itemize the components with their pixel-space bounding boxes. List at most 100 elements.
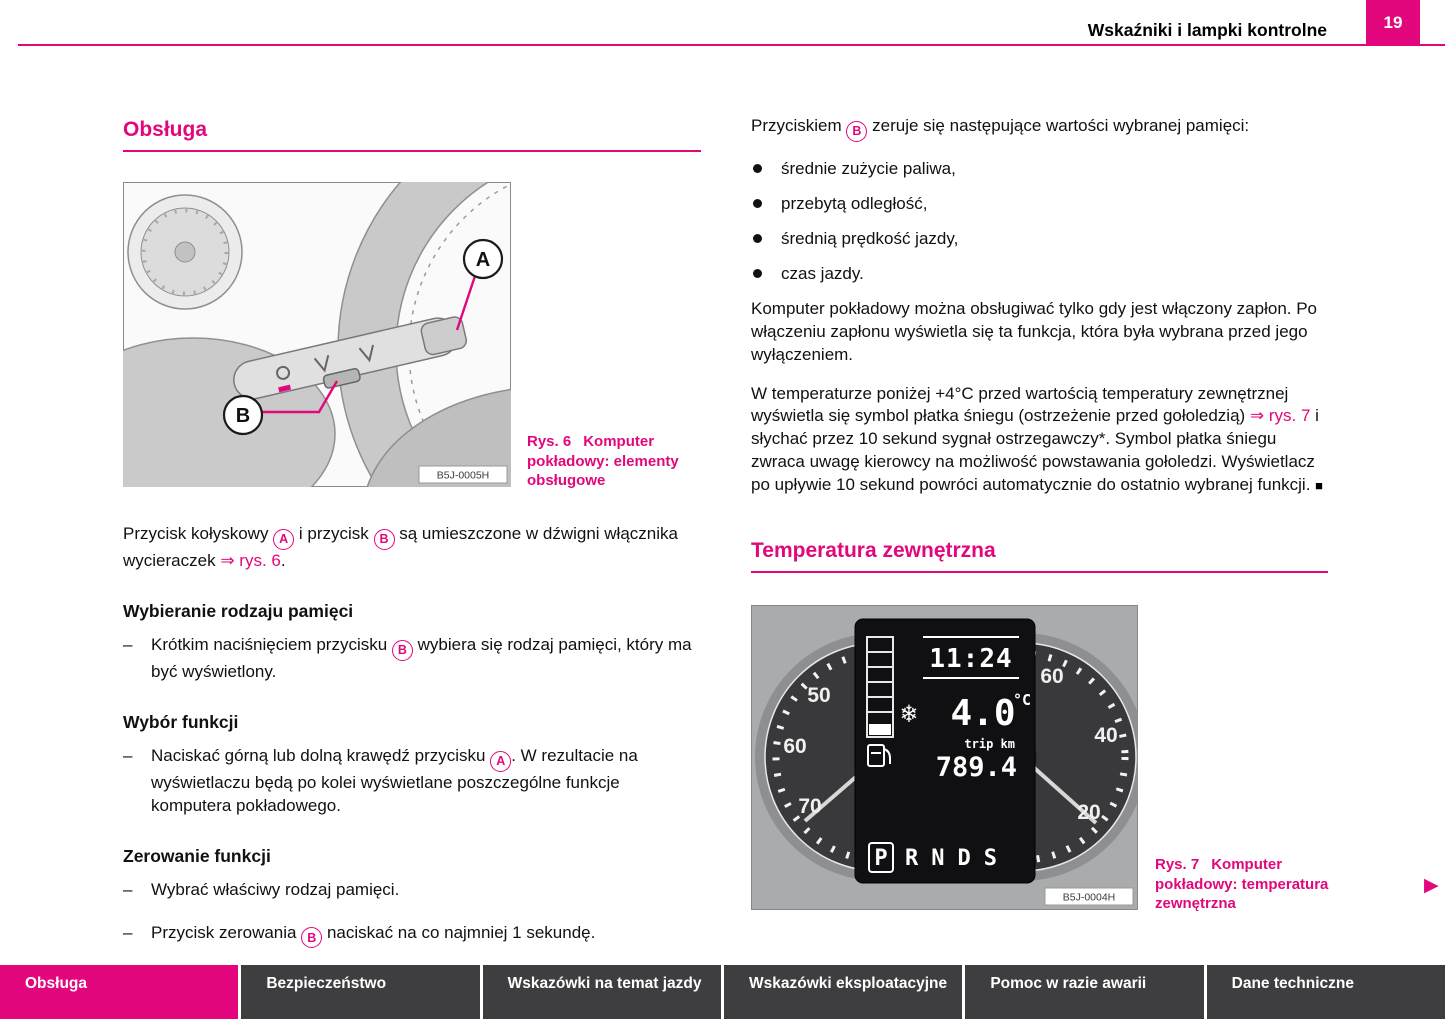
left-column: Obsługa [50, 92, 853, 964]
page-number-badge: 19 [1366, 0, 1420, 46]
figure-6-image-code: B5J-0005H [437, 470, 490, 482]
text-run: . [280, 550, 286, 570]
text-run: Krótkim naciśnięciem przycisku [151, 634, 392, 654]
xref-rys-7[interactable]: ⇒ rys. 7 [1249, 406, 1311, 426]
text-run: Przyciskiem [751, 116, 847, 135]
callout-a-letter: A [476, 249, 490, 271]
lcd-trip-label: trip km [964, 737, 1015, 751]
wiper-stalk [233, 316, 468, 400]
figure-7-image-code: B5J-0004H [1063, 892, 1116, 904]
left-gauge-number: 70 [798, 795, 821, 818]
fuel-gauge-icon [866, 636, 894, 739]
xref-rys-6[interactable]: ⇒ rys. 6 [220, 550, 281, 570]
reset-values-paragraph: Przyciskiem B zeruje się następujące war… [751, 115, 1328, 142]
callout-b: B [222, 394, 264, 436]
lcd-trip-value: 789.4 [936, 752, 1017, 783]
right-gauge-number: 20 [1077, 801, 1100, 824]
figure-7-caption-label: Rys. 7 [1155, 856, 1200, 874]
fuel-pump-icon [867, 744, 891, 768]
list-item: średnią prędkość jazdy, [751, 228, 1328, 251]
list-item-text: średnie zużycie paliwa, [781, 158, 956, 178]
figure-7: 50 60 70 60 40 20 11:24 [751, 605, 1328, 912]
footer-tab-wskazowki-jazdy[interactable]: Wskazówki na temat jazdy [482, 965, 721, 1019]
footer-tab-bezpieczenstwo[interactable]: Bezpieczeństwo [241, 965, 480, 1019]
bullet-icon [753, 163, 762, 173]
text-run: i słychać przez 10 sekund sygnał ostrzeg… [751, 406, 1319, 495]
ignition-paragraph: Komputer pokładowy można obsługiwać tylk… [751, 298, 1318, 364]
figure-7-caption-text: Komputer pokładowy: temperatura zewnętrz… [1155, 856, 1329, 913]
section-title-obsluga: Obsługa [123, 118, 701, 152]
lcd-temperature-unit: °C [1013, 691, 1031, 709]
list-item-text: Naciskać górną lub dolną krawędź przycis… [151, 745, 701, 818]
dash: – [123, 879, 133, 899]
lcd-temperature-value: 4.0 [950, 693, 1015, 734]
button-a-badge: A [490, 750, 512, 772]
list-item-text: Krótkim naciśnięciem przycisku B wybiera… [151, 634, 701, 684]
paragraph-end-mark: ■ [1315, 478, 1324, 494]
image-code-label: B5J-0005H [418, 465, 508, 484]
callout-leader-lines [262, 275, 477, 414]
rocker-switch [322, 367, 361, 389]
list-item-reset-2: – Przycisk zerowania B naciskać na co na… [123, 922, 701, 949]
text-run: Naciskać górną lub dolną krawędź przycis… [151, 745, 491, 765]
intro-paragraph: Przycisk kołyskowy A i przycisk B są umi… [123, 523, 701, 573]
callout-a: A [462, 238, 504, 280]
next-page-arrow-icon[interactable]: ▶ [1424, 874, 1439, 896]
right-gauge-number: 40 [1094, 724, 1117, 747]
text-run: są umieszczone w dźwigni włącznika wycie… [123, 524, 678, 570]
header-title: Wskaźniki i lampki kontrolne [1087, 20, 1327, 40]
callout-b-letter: B [236, 405, 250, 427]
footer-tab-dane-techniczne[interactable]: Dane techniczne [1206, 965, 1445, 1019]
footer-tab-wskazowki-eksploatacyjne[interactable]: Wskazówki eksploatacyjne [723, 965, 963, 1019]
text-run: Przycisk zerowania [151, 922, 302, 942]
text-run: Przycisk kołyskowy [123, 524, 274, 543]
text-run: W temperaturze poniżej +4°C przed wartoś… [751, 383, 1289, 426]
right-gauge-number: 60 [1040, 665, 1063, 688]
button-b-badge: B [846, 120, 868, 142]
text-run: . W rezultacie na wyświetlaczu będą po k… [151, 745, 638, 815]
footer-tab-pomoc-awarii[interactable]: Pomoc w razie awarii [965, 965, 1204, 1019]
heading-function-select: Wybór funkcji [123, 711, 239, 732]
snowflake-icon: ❄ [901, 699, 917, 729]
text-run: naciskać na co najmniej 1 sekundę. [322, 922, 596, 942]
list-item: średnie zużycie paliwa, [751, 158, 1328, 181]
figure-7-illustration: 50 60 70 60 40 20 11:24 [751, 605, 1146, 911]
list-item-text: Wybrać właściwy rodzaj pamięci. [151, 879, 400, 899]
left-gauge-number: 60 [783, 735, 806, 758]
button-b-badge: B [301, 927, 323, 949]
gear-selected: P [874, 846, 887, 871]
right-column: Przyciskiem B zeruje się następujące war… [751, 115, 1328, 912]
list-item: czas jazdy. [751, 263, 1328, 286]
dash: – [123, 634, 133, 654]
list-item-text: Przycisk zerowania B naciskać na co najm… [151, 922, 701, 949]
button-b-badge: B [373, 528, 395, 550]
list-item-text: średnią prędkość jazdy, [781, 228, 959, 248]
instrument-cluster [127, 194, 243, 310]
bullet-icon [753, 268, 762, 278]
dash: – [123, 745, 133, 765]
figure-6-caption-label: Rys. 6 [527, 433, 572, 450]
figure-6-caption-text: Komputer pokładowy: elementy obsługowe [527, 433, 679, 489]
text-run: i przycisk [294, 524, 374, 543]
figure-6-illustration: A B B5J-0005H [50, 92, 853, 643]
heading-reset-function: Zerowanie funkcji [123, 845, 271, 866]
list-item-text: przebytą odległość, [781, 193, 928, 213]
text-run: wybiera się rodzaj pamięci, który ma być… [151, 634, 692, 681]
temperature-warning-paragraph: W temperaturze poniżej +4°C przed wartoś… [751, 383, 1328, 498]
gear-indicator: P RNDS [868, 842, 997, 874]
list-item-function: – Naciskać górną lub dolną krawędź przyc… [123, 745, 701, 818]
footer-tab-obsluga[interactable]: Obsługa [0, 965, 239, 1019]
section-title-temperatura: Temperatura zewnętrzna [751, 539, 1328, 574]
heading-memory-select: Wybieranie rodzaju pamięci [123, 600, 354, 621]
dash: – [123, 922, 133, 942]
button-b-badge: B [391, 639, 413, 661]
lcd-clock: 11:24 [929, 644, 1012, 674]
bullet-icon [753, 198, 762, 208]
list-item-memory: – Krótkim naciśnięciem przycisku B wybie… [123, 634, 701, 684]
lcd-display: 11:24 ❄ 4.0 °C [854, 618, 1036, 884]
button-a-badge: A [273, 528, 295, 550]
footer-nav: Obsługa Bezpieczeństwo Wskazówki na tema… [0, 965, 1445, 1019]
